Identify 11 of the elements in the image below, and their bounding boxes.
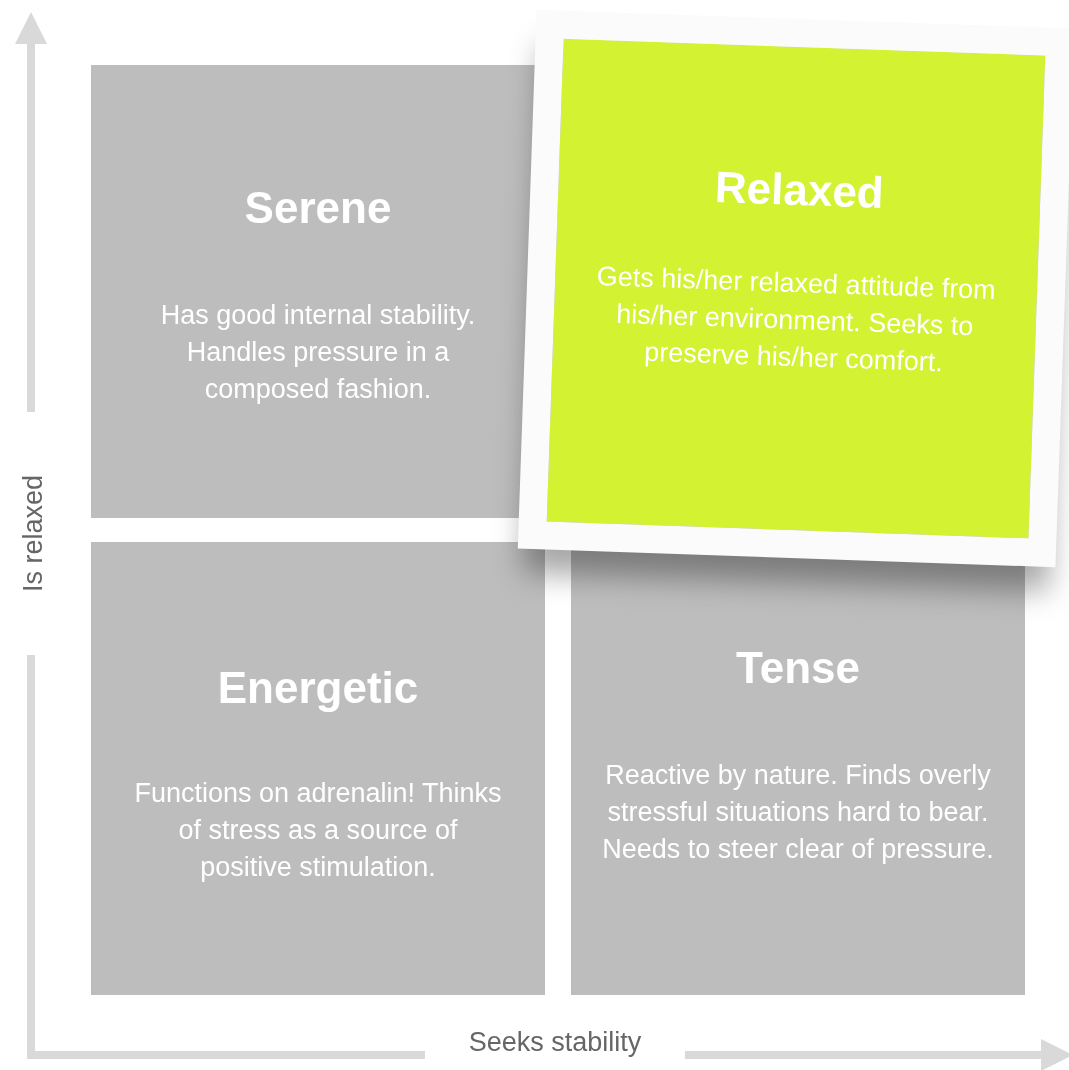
quadrant-description: Functions on adrenalin! Thinks of stress as a source of positive stimulation. [133,777,503,884]
quadrant-description: Reactive by nature. Finds overly stressful situations hard to bear. Needs to steer clear of pressure. [601,759,995,866]
quadrant-title: Serene [243,183,393,233]
quadrant-title: Relaxed [713,161,886,219]
quadrant-title: Energetic [216,663,420,713]
quadrant-description: Has good internal stability. Handles pressure in a composed fashion. [159,299,477,406]
axis-label: Seeks stability [468,1026,642,1058]
axis-label: Is relaxed [18,474,50,592]
quadrant-box [91,542,545,995]
quadrant-description: Gets his/her relaxed attitude from his/her environment. Seeks to preserve his/her comfort. [595,260,998,380]
quadrant-title: Tense [735,643,861,693]
